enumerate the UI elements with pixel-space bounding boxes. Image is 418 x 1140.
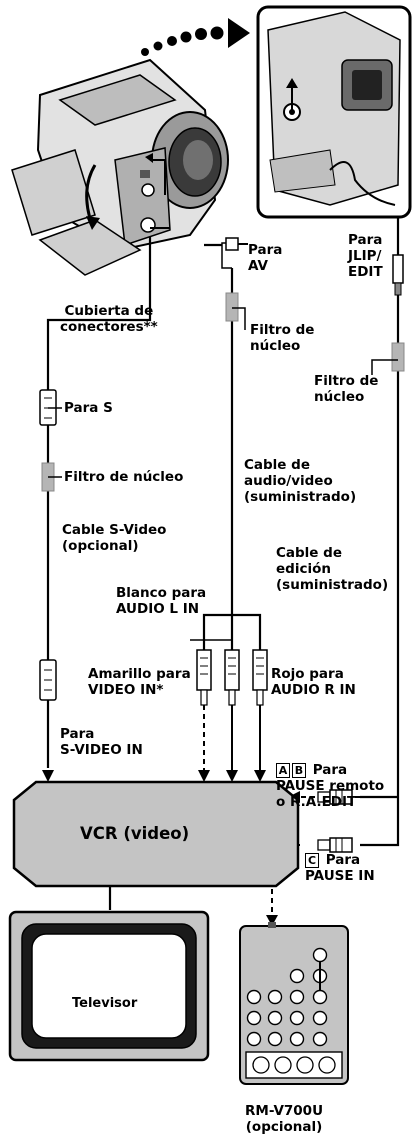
label-filtro-s: Filtro de núcleo — [64, 469, 184, 485]
label-cable-av: Cable de audio/video (suministrado) — [244, 457, 357, 505]
label-cable-edicion: Cable de edición (suministrado) — [276, 545, 389, 593]
label-rojo-audio-r: Rojo para AUDIO R IN — [271, 666, 356, 698]
dotted-arc — [141, 18, 250, 56]
label-remote-model: RM-V700U (opcional) — [245, 1103, 324, 1135]
television — [8, 910, 210, 1062]
label-para-svideo-in: Para S-VIDEO IN — [60, 726, 143, 758]
inset-zoom — [256, 5, 412, 219]
rca-lines — [203, 705, 261, 770]
remote-control — [239, 922, 349, 1085]
label-vcr: VCR (video) — [80, 824, 190, 843]
vcr-unit — [12, 780, 300, 888]
label-cubierta-conectores: Cubierta de conectores** — [60, 303, 158, 335]
label-para-s: Para S — [64, 400, 113, 416]
label-televisor: Televisor — [72, 996, 138, 1011]
label-pause-in: C Para PAUSE IN — [305, 852, 375, 884]
label-pause-remoto-text: Para PAUSE remoto o R.A.EDIT — [276, 762, 385, 810]
label-blanco-audio-l: Blanco para AUDIO L IN — [116, 585, 207, 617]
label-para-av: Para AV — [248, 242, 283, 274]
box-c: C — [305, 853, 319, 868]
box-a: A — [276, 763, 290, 778]
camcorder-illustration — [11, 58, 229, 276]
label-pause-in-text: Para PAUSE IN — [305, 852, 375, 884]
label-filtro-av: Filtro de núcleo — [250, 322, 315, 354]
label-filtro-edit: Filtro de núcleo — [314, 373, 379, 405]
box-b: B — [292, 763, 306, 778]
connectors — [39, 237, 405, 853]
label-para-jlip-edit: Para JLIP/ EDIT — [348, 232, 383, 280]
label-amarillo-video: Amarillo para VIDEO IN* — [88, 666, 191, 698]
label-cable-svideo: Cable S-Video (opcional) — [62, 522, 167, 554]
leader-lines — [48, 307, 398, 641]
